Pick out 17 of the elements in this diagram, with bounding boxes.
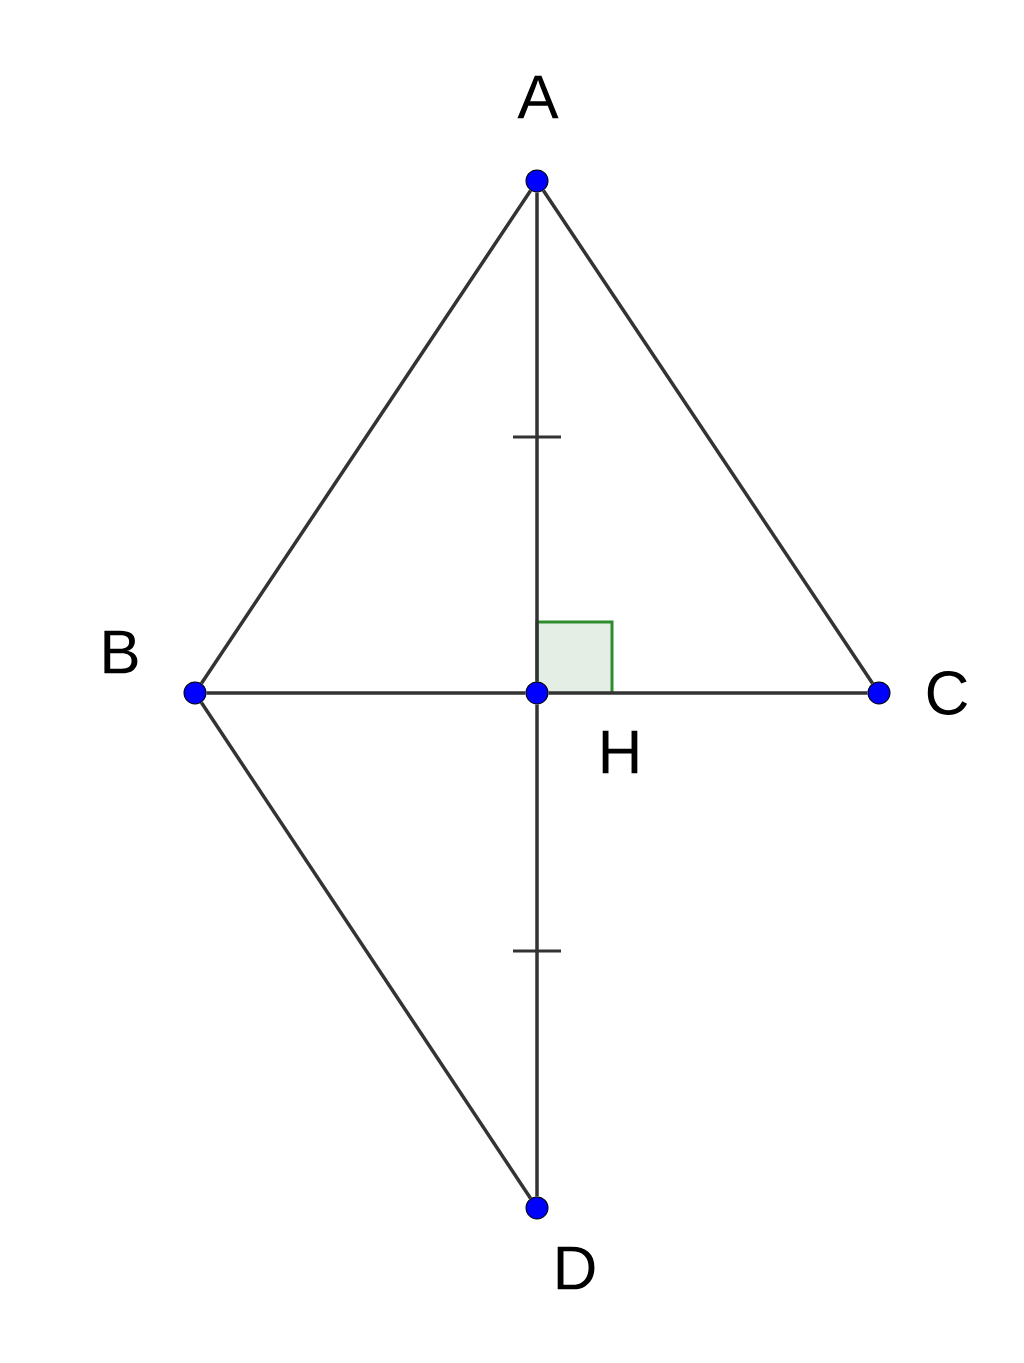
line-segment [548, 691, 868, 695]
point-dot [525, 1196, 549, 1220]
line-segment [199, 189, 533, 685]
line-segment [541, 189, 875, 685]
point-dot [183, 681, 207, 705]
point-dot [867, 681, 891, 705]
point-label: D [557, 1246, 595, 1290]
point-dot [525, 169, 549, 193]
point-dot [525, 681, 549, 705]
point-label: H [602, 730, 638, 774]
line-segment [199, 701, 533, 1200]
point-label: C [927, 671, 967, 715]
point-label: A [517, 75, 559, 119]
point-label: B [104, 630, 138, 674]
line-segment [206, 691, 526, 695]
line-segment [535, 192, 539, 682]
line-segment [535, 704, 539, 1197]
